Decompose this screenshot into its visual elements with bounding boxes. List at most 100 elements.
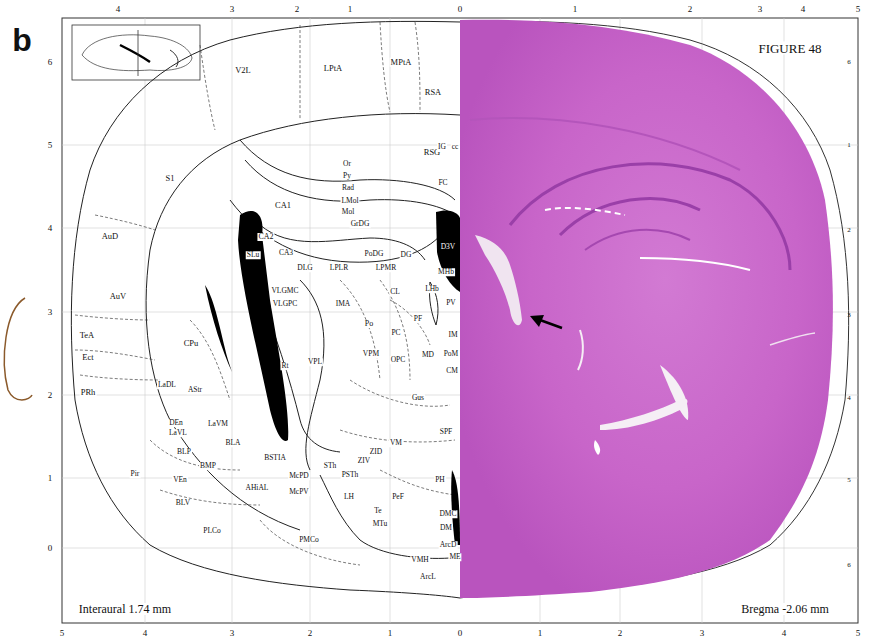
region-label: MTu bbox=[372, 520, 389, 528]
region-label: VLGPC bbox=[272, 300, 299, 308]
region-label: Po bbox=[364, 320, 374, 328]
region-label: Rad bbox=[341, 184, 355, 192]
region-label: PSTh bbox=[341, 471, 360, 479]
region-label: LaVL bbox=[168, 429, 188, 437]
axis-number: 1 bbox=[347, 5, 354, 14]
coordinate-note: Bregma -2.06 mm bbox=[740, 603, 830, 615]
region-label: AuD bbox=[101, 232, 120, 241]
axis-number: 4 bbox=[47, 224, 54, 233]
region-label: BSTIA bbox=[263, 454, 287, 462]
axis-number: 2 bbox=[307, 629, 314, 638]
region-label: LaDL bbox=[157, 381, 177, 389]
region-label: BMP bbox=[199, 462, 217, 470]
axis-number: 1 bbox=[47, 474, 54, 483]
region-label: ME bbox=[448, 553, 461, 561]
region-label: VM bbox=[389, 439, 403, 447]
region-label: VMH bbox=[410, 556, 430, 564]
region-label: LaVM bbox=[207, 420, 229, 428]
inset-sagittal bbox=[72, 25, 200, 80]
region-label: AHiAL bbox=[245, 484, 270, 492]
region-boundaries bbox=[75, 22, 455, 565]
axis-number: 6 bbox=[846, 562, 852, 569]
axis-number: 5 bbox=[846, 477, 852, 484]
region-label: CA1 bbox=[274, 201, 292, 210]
region-label: STh bbox=[323, 462, 338, 470]
axis-number: 3 bbox=[229, 629, 236, 638]
region-label: SLu bbox=[246, 251, 261, 259]
axis-number: 1 bbox=[846, 142, 852, 149]
axis-number: 2 bbox=[617, 629, 624, 638]
region-label: GrDG bbox=[350, 220, 371, 228]
axis-number: 2 bbox=[294, 5, 301, 14]
region-label: PH bbox=[434, 476, 446, 484]
axis-number: 4 bbox=[846, 395, 852, 402]
grid-lines bbox=[62, 18, 858, 623]
axis-number: 4 bbox=[800, 5, 807, 14]
region-label: AuV bbox=[109, 292, 128, 301]
atlas-outline bbox=[71, 21, 460, 598]
ventricles bbox=[205, 210, 460, 545]
axis-number: 0 bbox=[47, 544, 54, 553]
axis-number: 3 bbox=[846, 312, 852, 319]
region-label: Gus bbox=[411, 394, 425, 402]
region-label: VEn bbox=[172, 476, 188, 484]
region-label: CA2 bbox=[257, 233, 274, 241]
coordinate-note: Interaural 1.74 mm bbox=[78, 603, 172, 615]
region-label: ZID bbox=[369, 448, 384, 456]
frame bbox=[62, 18, 858, 623]
region-label: Mol bbox=[341, 208, 356, 216]
region-label: S1 bbox=[165, 174, 176, 183]
region-label: CPu bbox=[183, 339, 200, 348]
axis-number: 2 bbox=[846, 227, 852, 234]
region-label: CM bbox=[445, 367, 459, 375]
region-label: LPMR bbox=[375, 264, 397, 272]
region-label: DLG bbox=[296, 264, 313, 272]
region-label: PRh bbox=[80, 388, 97, 397]
region-label: PoDG bbox=[364, 250, 385, 258]
region-label: ArcD bbox=[439, 541, 458, 549]
axis-number: 2 bbox=[687, 5, 694, 14]
axis-number: 3 bbox=[47, 308, 54, 317]
region-label: BLV bbox=[175, 499, 191, 507]
axis-number: 3 bbox=[757, 5, 764, 14]
region-label: IG bbox=[437, 143, 447, 151]
region-label: MPtA bbox=[390, 58, 413, 67]
region-label: TeA bbox=[79, 331, 96, 340]
region-label: RSA bbox=[424, 88, 443, 97]
region-label: LPtA bbox=[323, 64, 343, 73]
region-label: OPC bbox=[390, 356, 407, 364]
region-label: DEn bbox=[168, 419, 184, 427]
region-label: ArcL bbox=[419, 573, 437, 581]
region-label: LH bbox=[343, 493, 355, 501]
axis-number: 0 bbox=[457, 629, 464, 638]
axis-number: 3 bbox=[699, 629, 706, 638]
region-label: cc bbox=[451, 143, 460, 151]
region-label: ZIV bbox=[357, 457, 372, 465]
axis-number: 0 bbox=[457, 5, 464, 14]
region-label: Ect bbox=[81, 353, 94, 362]
region-label: AStr bbox=[187, 386, 203, 394]
region-label: IMA bbox=[335, 300, 352, 308]
axis-number: 3 bbox=[229, 5, 236, 14]
region-label: LPLR bbox=[329, 264, 349, 272]
axis-number: 5 bbox=[59, 629, 66, 638]
axis-number: 4 bbox=[115, 5, 122, 14]
axis-number: 5 bbox=[47, 141, 54, 150]
axis-number: 1 bbox=[537, 629, 544, 638]
region-label: McPD bbox=[288, 472, 310, 480]
panel-letter: b bbox=[11, 24, 33, 56]
figure-title: FIGURE 48 bbox=[757, 42, 822, 55]
region-label: VPM bbox=[362, 350, 380, 358]
region-label: PoM bbox=[443, 350, 460, 358]
axis-number: 4 bbox=[781, 629, 788, 638]
histology-section bbox=[460, 20, 833, 598]
region-label: BLP bbox=[176, 448, 192, 456]
region-label: D3V bbox=[440, 243, 457, 251]
region-label: DG bbox=[400, 251, 413, 259]
region-label: MHb bbox=[437, 268, 455, 276]
region-label: SPF bbox=[439, 428, 454, 436]
region-label: PV bbox=[445, 299, 457, 307]
partial-outline bbox=[4, 298, 32, 400]
region-label: PC bbox=[390, 329, 401, 337]
region-label: Rt bbox=[280, 362, 289, 370]
